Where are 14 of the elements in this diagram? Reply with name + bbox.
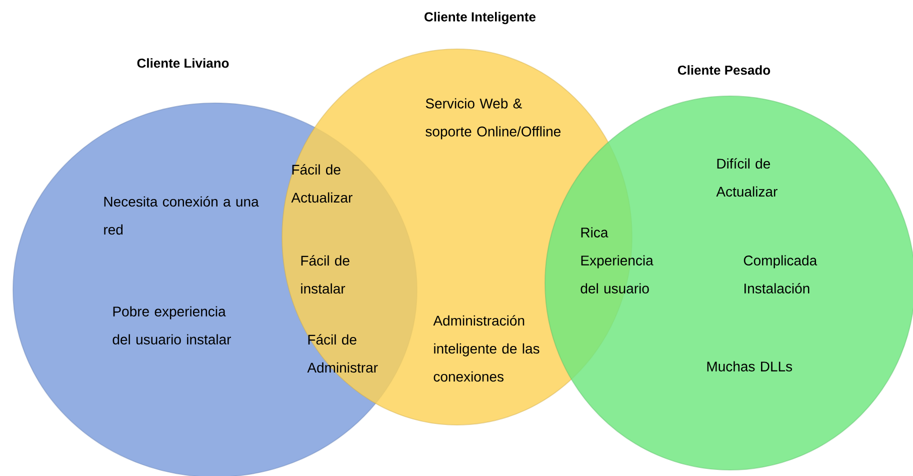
overlap-text: Fácil de Administrar <box>307 334 378 373</box>
overlap-text: Rica Experiencia del usuario <box>580 227 654 294</box>
circle-text: Servicio Web & soporte Online/Offline <box>426 98 560 140</box>
circle-text: Administración inteligente de las conexiones <box>433 315 540 382</box>
overlap-text: Fácil de instalar <box>301 255 350 294</box>
overlap-text: Fácil de Actualizar <box>291 164 352 203</box>
circle-text: Pobre experiencia del usuario instalar <box>112 306 231 344</box>
circle-heading: Cliente Liviano <box>137 58 229 68</box>
circle-heading: Cliente Inteligente <box>424 12 536 24</box>
circle-text: Necesita conexión a una red <box>104 196 259 235</box>
circle-heading: Cliente Pesado <box>678 65 770 75</box>
circle-text: Difícil de Actualizar <box>716 158 778 197</box>
circle-text: Complicada Instalación <box>744 255 818 294</box>
circle-text: Muchas DLLs <box>707 361 792 372</box>
